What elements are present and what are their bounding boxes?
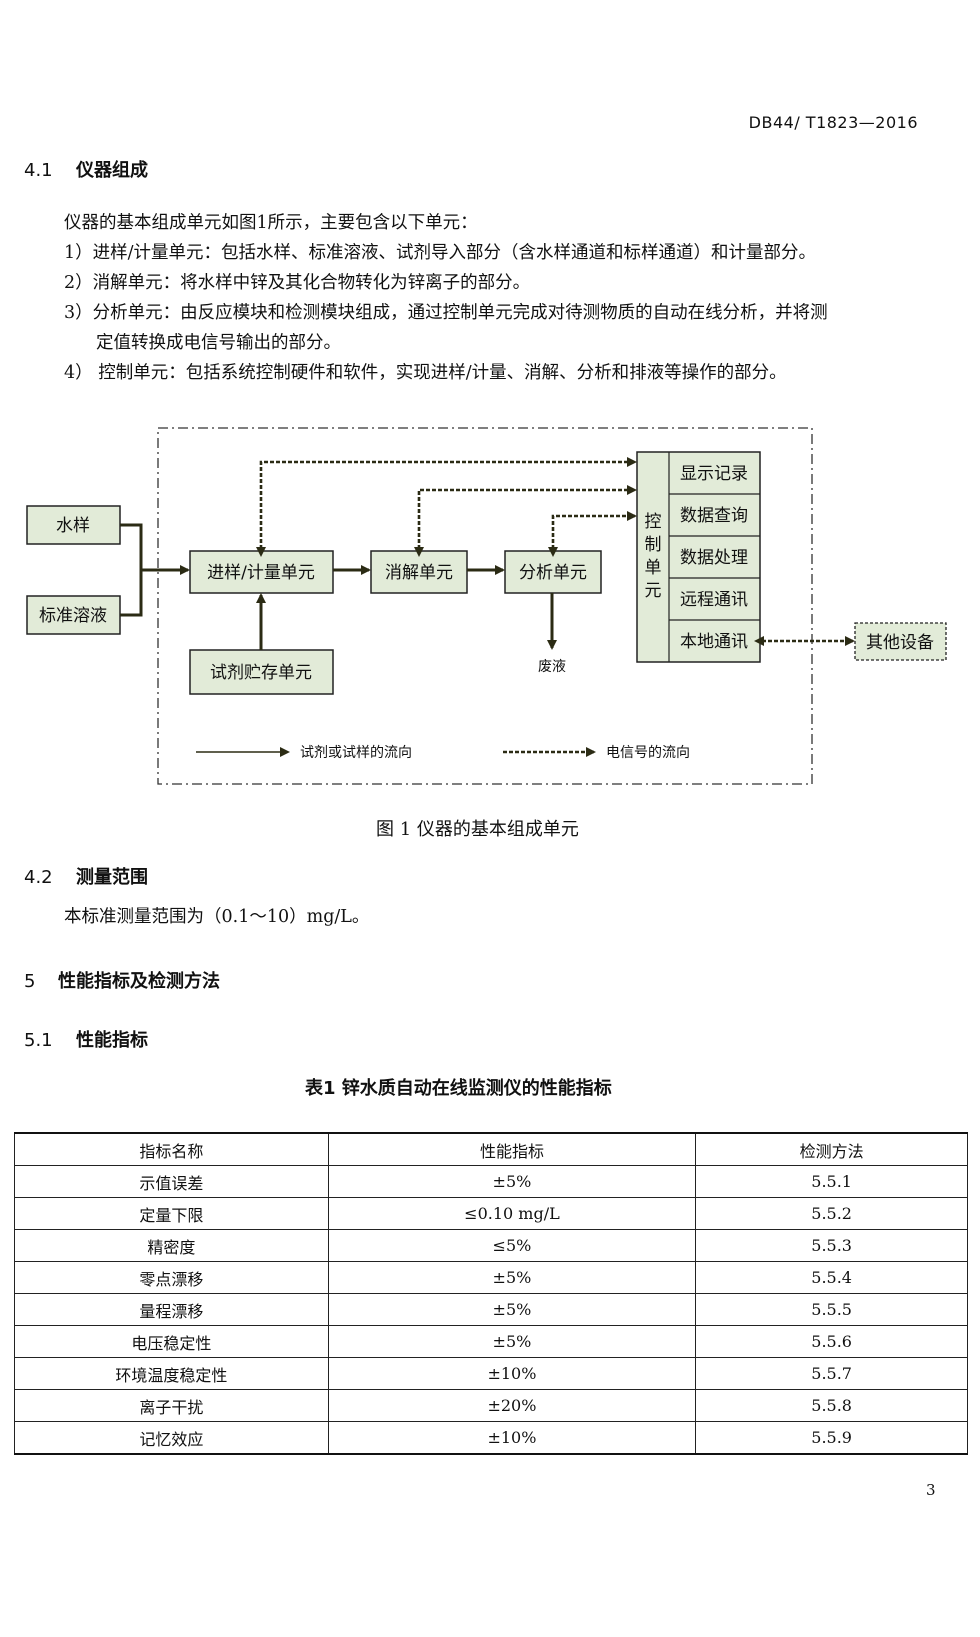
indicator-name: 记忆效应 (14, 1421, 329, 1455)
section-number: 5 (24, 971, 36, 992)
control-char: 控 (645, 512, 662, 532)
legend-solid-label: 试剂或试样的流向 (300, 745, 412, 761)
control-item-local: 本地通讯 (680, 632, 748, 652)
list-item-continuation: 定值转换成电信号输出的部分。 (96, 333, 341, 353)
standard-solution-box (26, 595, 121, 635)
digestion-unit-box (370, 550, 468, 594)
water-sample-box (26, 505, 121, 545)
table-row: 零点漂移±5%5.5.4 (14, 1261, 968, 1294)
section-5-1-heading: 5.1 性能指标 (24, 1026, 148, 1052)
indicator-name: 零点漂移 (14, 1261, 329, 1294)
indicator-value: ±5% (327, 1165, 697, 1198)
legend-dashed-label: 电信号的流向 (606, 745, 690, 761)
figure-caption: 图 1 仪器的基本组成单元 (376, 819, 579, 840)
measurement-range-text: 本标准测量范围为（0.1～10）mg/L。 (64, 907, 370, 927)
test-method: 5.5.7 (695, 1357, 968, 1390)
test-method: 5.5.4 (695, 1261, 968, 1294)
control-char: 元 (645, 581, 662, 601)
section-title: 测量范围 (76, 867, 148, 888)
table-row: 记忆效应±10%5.5.9 (14, 1421, 968, 1455)
composition-diagram: 水样 标准溶液 进样/计量单元 消解单元 分析单元 试剂贮存单元 控 制 单 元… (26, 427, 947, 785)
reagent-storage-box (189, 649, 334, 695)
control-char: 单 (645, 558, 662, 578)
indicator-value: ≤5% (327, 1229, 697, 1262)
table-row: 精密度≤5%5.5.3 (14, 1229, 968, 1262)
section-4-2-heading: 4.2 测量范围 (24, 863, 148, 889)
indicator-value: ±5% (327, 1293, 697, 1326)
test-method: 5.5.8 (695, 1389, 968, 1422)
section-title: 仪器组成 (76, 160, 148, 181)
section-5-heading: 5 性能指标及检测方法 (24, 967, 220, 993)
control-item-query: 数据查询 (680, 506, 748, 526)
column-header: 性能指标 (327, 1132, 697, 1166)
indicator-name: 量程漂移 (14, 1293, 329, 1326)
section-title: 性能指标及检测方法 (58, 971, 220, 992)
test-method: 5.5.2 (695, 1197, 968, 1230)
waste-label: 废液 (538, 659, 566, 675)
analysis-unit-box (504, 550, 602, 594)
list-item: 3）分析单元：由反应模块和检测模块组成，通过控制单元完成对待测物质的自动在线分析… (64, 303, 828, 323)
control-item-display: 显示记录 (680, 464, 748, 484)
test-method: 5.5.6 (695, 1325, 968, 1358)
intake-unit-box (189, 550, 334, 594)
digestion-unit-label: 消解单元 (385, 563, 453, 583)
table-caption: 表1 锌水质自动在线监测仪的性能指标 (305, 1078, 612, 1099)
other-devices-box (854, 622, 947, 661)
section-number: 5.1 (24, 1030, 53, 1051)
test-method: 5.5.1 (695, 1165, 968, 1198)
document-code: DB44/ T1823—2016 (748, 113, 918, 132)
indicator-value: ±20% (327, 1389, 697, 1422)
other-devices-label: 其他设备 (866, 633, 934, 653)
indicator-value: ±10% (327, 1421, 697, 1455)
indicator-name: 示值误差 (14, 1165, 329, 1198)
table-header-row: 指标名称 性能指标 检测方法 (14, 1132, 968, 1166)
diagram-frame (157, 427, 813, 785)
intake-unit-label: 进样/计量单元 (207, 563, 315, 583)
indicator-value: ≤0.10 mg/L (327, 1197, 697, 1230)
table-row: 量程漂移±5%5.5.5 (14, 1293, 968, 1326)
indicator-name: 电压稳定性 (14, 1325, 329, 1358)
list-item: 1）进样/计量单元：包括水样、标准溶液、试剂导入部分（含水样通道和标样通道）和计… (64, 243, 817, 263)
intro-list: 仪器的基本组成单元如图1所示，主要包含以下单元： 1）进样/计量单元：包括水样、… (64, 208, 828, 388)
column-header: 检测方法 (695, 1132, 968, 1166)
performance-table: 指标名称 性能指标 检测方法 示值误差±5%5.5.1 定量下限≤0.10 mg… (14, 1132, 968, 1455)
standard-solution-label: 标准溶液 (39, 606, 107, 626)
intro-lead: 仪器的基本组成单元如图1所示，主要包含以下单元： (64, 213, 478, 233)
reagent-storage-label: 试剂贮存单元 (210, 663, 312, 683)
section-number: 4.2 (24, 867, 53, 888)
control-item-remote: 远程通讯 (680, 590, 748, 610)
analysis-unit-label: 分析单元 (519, 563, 587, 583)
section-number: 4.1 (24, 160, 53, 181)
list-item: 4） 控制单元：包括系统控制硬件和软件，实现进样/计量、消解、分析和排液等操作的… (64, 363, 787, 383)
column-header: 指标名称 (14, 1132, 329, 1166)
test-method: 5.5.5 (695, 1293, 968, 1326)
indicator-name: 环境温度稳定性 (14, 1357, 329, 1390)
table-row: 示值误差±5%5.5.1 (14, 1165, 968, 1198)
page-number: 3 (926, 1481, 936, 1499)
test-method: 5.5.9 (695, 1421, 968, 1455)
indicator-name: 精密度 (14, 1229, 329, 1262)
control-item-processing: 数据处理 (680, 548, 748, 568)
table-row: 离子干扰±20%5.5.8 (14, 1389, 968, 1422)
table-row: 环境温度稳定性±10%5.5.7 (14, 1357, 968, 1390)
section-title: 性能指标 (76, 1030, 148, 1051)
water-sample-label: 水样 (56, 516, 90, 536)
section-4-1-heading: 4.1 仪器组成 (24, 156, 148, 182)
test-method: 5.5.3 (695, 1229, 968, 1262)
list-item: 2）消解单元：将水样中锌及其化合物转化为锌离子的部分。 (64, 273, 531, 293)
indicator-name: 离子干扰 (14, 1389, 329, 1422)
indicator-value: ±10% (327, 1357, 697, 1390)
control-char: 制 (645, 535, 662, 555)
indicator-value: ±5% (327, 1261, 697, 1294)
table-row: 电压稳定性±5%5.5.6 (14, 1325, 968, 1358)
indicator-value: ±5% (327, 1325, 697, 1358)
control-unit-box (636, 451, 761, 663)
indicator-name: 定量下限 (14, 1197, 329, 1230)
